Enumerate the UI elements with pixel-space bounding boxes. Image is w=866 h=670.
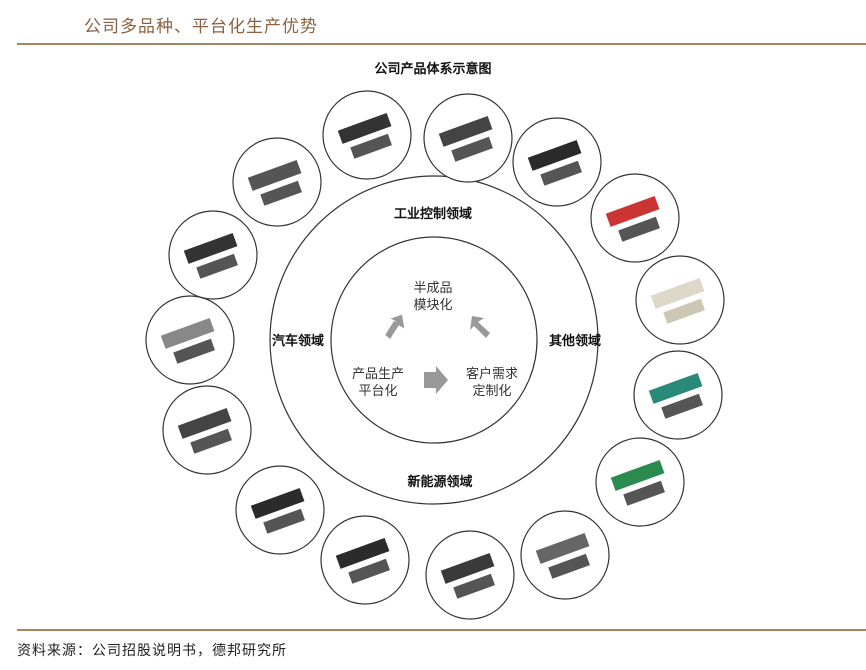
- connector-shape: [650, 277, 705, 309]
- outer-circle: [269, 175, 599, 505]
- connector-shape: [263, 508, 305, 534]
- connector-shape: [605, 195, 660, 227]
- product-image: [633, 350, 723, 440]
- cycle-top-2: 模块化: [413, 298, 452, 313]
- connector-shape: [623, 480, 665, 506]
- product-image: [595, 437, 685, 527]
- product-image: [168, 210, 258, 300]
- connector-shape: [260, 180, 302, 206]
- cycle-top-1: 半成品: [413, 281, 452, 296]
- domain-new-energy: 新能源领域: [407, 474, 472, 490]
- diagram-title: 公司产品体系示意图: [374, 61, 491, 77]
- connector-shape: [527, 139, 582, 171]
- connector-shape: [438, 115, 493, 147]
- connector-shape: [247, 159, 302, 191]
- header-divider: [17, 43, 866, 45]
- connector-shape: [663, 298, 705, 324]
- inner-circle: [330, 236, 538, 444]
- domain-industrial: 工业控制领域: [394, 206, 472, 222]
- product-image: [512, 117, 602, 207]
- cycle-left-1: 产品生产: [352, 367, 404, 382]
- product-image: [320, 515, 410, 605]
- product-image: [635, 255, 725, 345]
- connector-shape: [183, 232, 238, 264]
- connector-shape: [350, 133, 392, 159]
- product-image: [425, 530, 515, 620]
- connector-shape: [335, 537, 390, 569]
- arrow-up-left-icon: [385, 314, 405, 340]
- product-image: [235, 465, 325, 555]
- connector-shape: [177, 407, 232, 439]
- connector-shape: [610, 459, 665, 491]
- connector-shape: [453, 573, 495, 599]
- connector-shape: [337, 112, 392, 144]
- connector-shape: [540, 160, 582, 186]
- arrow-up-right-icon: [470, 316, 490, 338]
- source-note: 资料来源：公司招股说明书，德邦研究所: [17, 643, 287, 659]
- product-image: [162, 385, 252, 475]
- connector-shape: [440, 552, 495, 584]
- product-image: [145, 295, 235, 385]
- connector-shape: [348, 558, 390, 584]
- product-image: [232, 137, 322, 227]
- product-image: [423, 93, 513, 183]
- connector-shape: [451, 136, 493, 162]
- connector-shape: [196, 253, 238, 279]
- connector-shape: [618, 216, 660, 242]
- connector-shape: [160, 317, 215, 349]
- connector-shape: [548, 553, 590, 579]
- cycle-left-2: 平台化: [358, 384, 397, 399]
- footer-divider: [17, 629, 866, 631]
- product-image: [590, 173, 680, 263]
- connector-shape: [661, 393, 703, 419]
- connector-shape: [648, 372, 703, 404]
- connector-shape: [250, 487, 305, 519]
- product-image: [322, 90, 412, 180]
- connector-shape: [173, 338, 215, 364]
- domain-automotive: 汽车领域: [272, 333, 324, 349]
- product-image: [520, 510, 610, 600]
- figure-title: 公司多品种、平台化生产优势: [84, 17, 318, 37]
- cycle-right-1: 客户需求: [466, 366, 518, 382]
- cycle-right-2: 定制化: [472, 384, 511, 399]
- arrow-right-icon: [424, 366, 448, 394]
- domain-other: 其他领域: [549, 333, 601, 349]
- connector-shape: [190, 428, 232, 454]
- connector-shape: [535, 532, 590, 564]
